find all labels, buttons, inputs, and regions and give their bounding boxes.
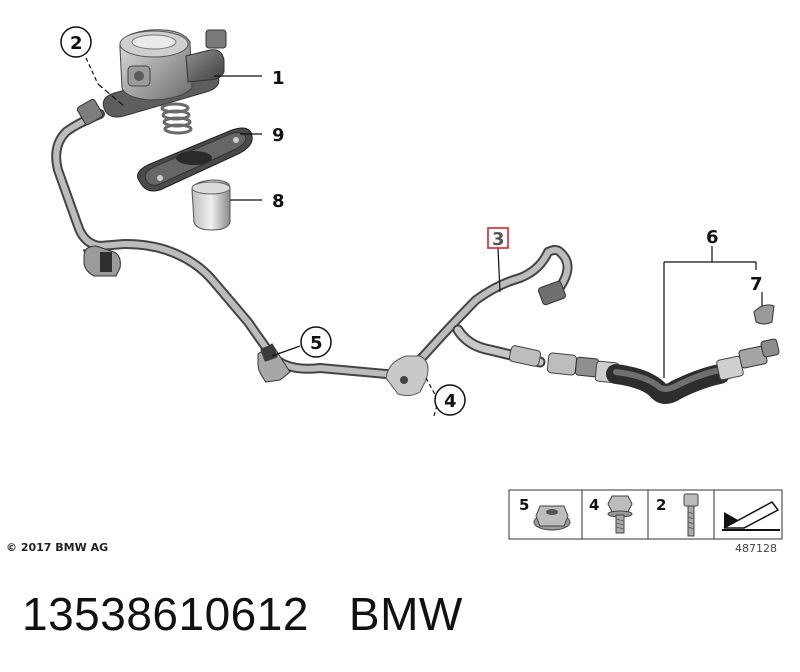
callout-label: 1: [272, 68, 285, 89]
hose-clip: [753, 304, 775, 325]
pipe-union-nut: [76, 98, 567, 306]
pipe-bracket: [385, 355, 429, 397]
callout-label: 6: [706, 227, 719, 248]
flex-hose-assembly: [546, 338, 780, 404]
legend-item-drawing[interactable]: [722, 501, 780, 531]
callout-label: 2: [70, 33, 83, 54]
callout-label: 3: [492, 229, 505, 250]
brand-name: BMW: [348, 588, 463, 640]
sleeve: [191, 179, 231, 231]
drawing-number: 487128: [735, 542, 777, 555]
pipe-end-fitting: [508, 345, 542, 367]
gasket-plate: [137, 127, 253, 192]
arrow-drawing-icon: [722, 501, 780, 531]
part-number: 13538610612: [22, 588, 309, 640]
callout-1[interactable]: 1: [272, 68, 285, 89]
legend-item-screw[interactable]: 2: [656, 493, 699, 537]
callout-2[interactable]: 2: [60, 26, 92, 58]
high-pressure-pump: [102, 29, 227, 135]
pipe-clip: [83, 245, 121, 277]
high-pressure-pipe: [51, 109, 573, 380]
callout-4[interactable]: 4: [434, 384, 466, 416]
part-caption: 13538610612 BMW: [22, 587, 463, 641]
callout-label: 8: [272, 191, 285, 212]
callout-label: 4: [444, 391, 457, 412]
legend-label: 5: [519, 496, 529, 514]
legend-item-nut[interactable]: 5: [519, 496, 571, 531]
callout-9[interactable]: 9: [272, 125, 285, 146]
callout-7[interactable]: 7: [750, 274, 763, 295]
callout-label: 7: [750, 274, 763, 295]
copyright-notice: © 2017 BMW AG: [6, 541, 109, 554]
legend-label: 4: [589, 496, 599, 514]
bracket-with-nut: [257, 343, 291, 383]
legend-label: 2: [656, 496, 666, 514]
leader-lines: [85, 57, 763, 417]
callout-3[interactable]: 3: [487, 227, 509, 250]
callout-5[interactable]: 5: [300, 326, 332, 358]
callout-label: 9: [272, 125, 285, 146]
callout-6[interactable]: 6: [706, 227, 719, 248]
socket-screw-icon: [683, 493, 699, 537]
callout-label: 5: [310, 333, 323, 354]
legend-item-bolt[interactable]: 4: [589, 495, 633, 534]
hex-bolt-icon: [607, 495, 633, 534]
flange-nut-icon: [533, 505, 571, 531]
fastener-legend: 5 4 2: [508, 489, 783, 540]
callout-8[interactable]: 8: [272, 191, 285, 212]
